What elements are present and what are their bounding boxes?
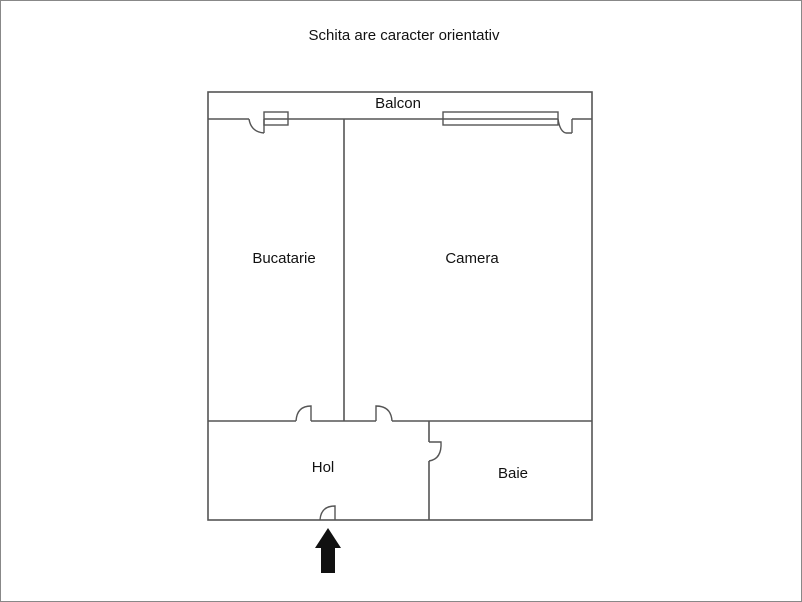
outer-wall <box>207 91 593 521</box>
windows <box>263 111 559 126</box>
kitchen-window <box>263 111 289 126</box>
doors <box>248 118 573 521</box>
room-label-hol: Hol <box>312 459 335 476</box>
kitchen-balcony-door <box>248 118 265 134</box>
room-label-balcon: Balcon <box>375 95 421 112</box>
room-balcony-door <box>557 118 573 134</box>
room-label-baie: Baie <box>498 465 528 482</box>
entrance-arrow-icon <box>315 528 341 573</box>
kitchen-door <box>295 405 312 422</box>
room-door <box>375 405 393 422</box>
room-label-bucatarie: Bucatarie <box>252 250 315 267</box>
plan-title: Schita are caracter orientativ <box>309 27 500 44</box>
room-label-camera: Camera <box>445 250 499 267</box>
bath-door <box>428 441 442 462</box>
walls <box>207 91 593 521</box>
entrance-door <box>319 505 336 521</box>
